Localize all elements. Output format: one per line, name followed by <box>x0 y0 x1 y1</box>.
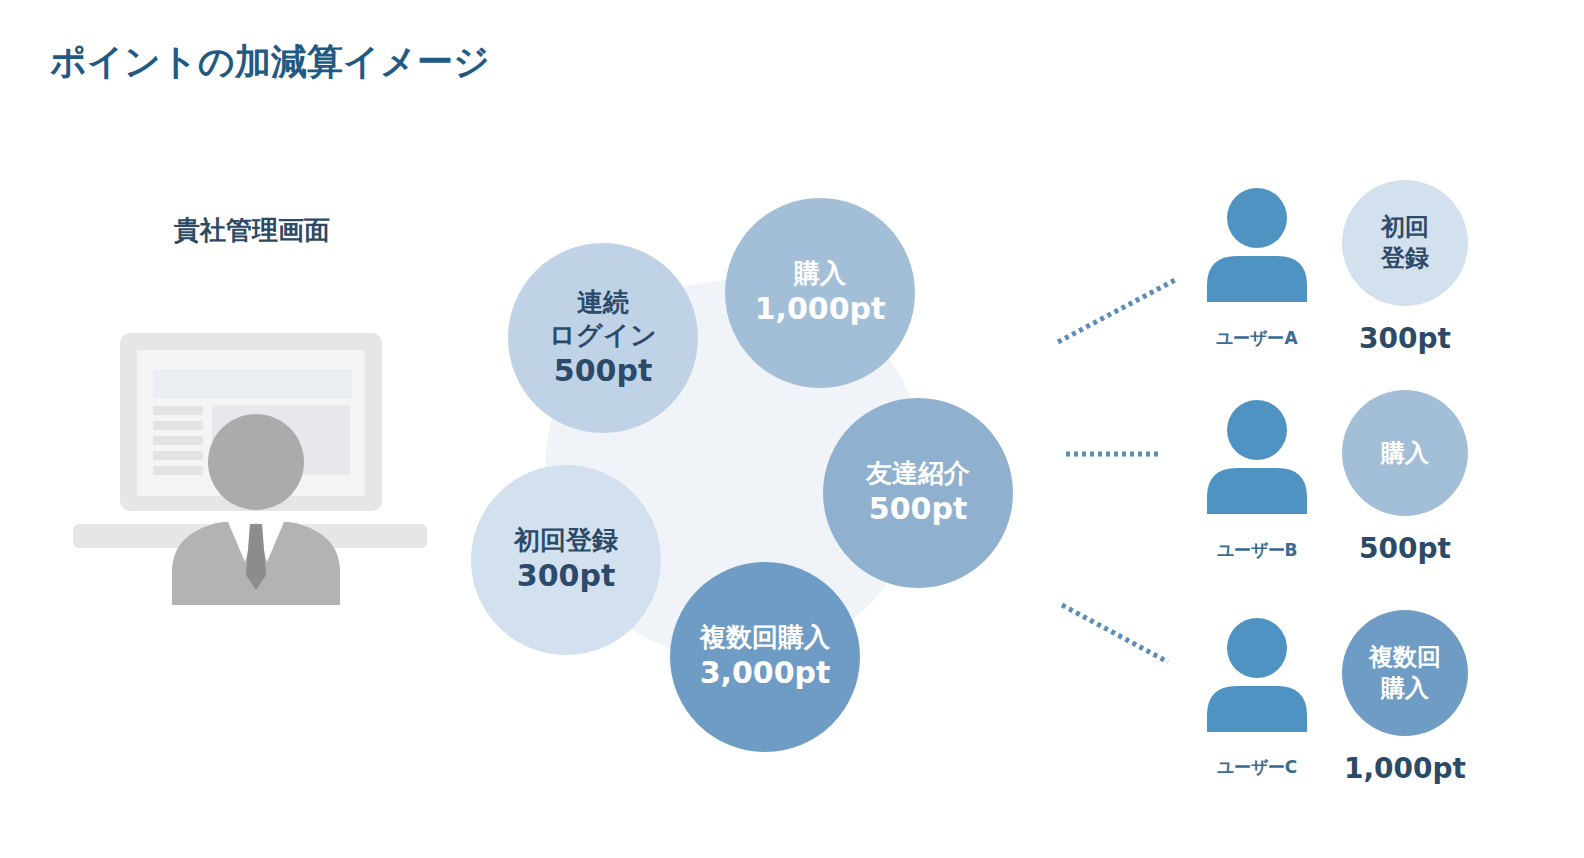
point-circle: 購入1,000pt <box>725 198 915 388</box>
point-value: 500pt <box>1359 531 1451 567</box>
point-circle: 複数回購入3,000pt <box>670 562 860 752</box>
diagram-title: ポイントの加減算イメージ <box>50 38 490 87</box>
screen-lines <box>153 406 203 475</box>
user-label: ユーザーC <box>1217 756 1297 779</box>
screen-header <box>153 370 352 398</box>
circle-label: 購入 <box>1381 438 1429 469</box>
point-value: 300pt <box>1359 321 1451 357</box>
point-circle: 購入500pt <box>1342 390 1468 516</box>
circle-label: 友達紹介 <box>866 457 970 490</box>
circle-label: 初回登録 <box>514 524 618 557</box>
user-label: ユーザーA <box>1216 327 1297 350</box>
circle-label: 複数回 購入 <box>1369 642 1441 703</box>
point-value: 1,000pt <box>755 290 886 328</box>
point-circle: 初回 登録300pt <box>1342 180 1468 306</box>
point-circle: 複数回 購入1,000pt <box>1342 610 1468 736</box>
screen-label: 貴社管理画面 <box>174 213 330 248</box>
admin-illustration <box>73 333 427 605</box>
point-value: 3,000pt <box>700 654 831 692</box>
person-head <box>208 414 304 510</box>
circle-label: 初回 登録 <box>1381 212 1429 273</box>
person-body <box>172 522 340 605</box>
point-value: 500pt <box>554 352 652 390</box>
circle-label: 連続 ログイン <box>549 286 657 353</box>
monitor <box>120 333 382 511</box>
point-circle: 連続 ログイン500pt <box>508 243 698 433</box>
circle-label: 複数回購入 <box>700 621 830 654</box>
point-circle: 友達紹介500pt <box>823 398 1013 588</box>
user-icons <box>1207 188 1307 732</box>
point-value: 1,000pt <box>1344 751 1466 787</box>
tie <box>246 524 266 590</box>
point-value: 500pt <box>869 490 967 528</box>
point-value: 300pt <box>517 557 615 595</box>
point-circle: 初回登録300pt <box>471 465 661 655</box>
circle-label: 購入 <box>794 257 846 290</box>
dotted-lines <box>1058 280 1175 662</box>
user-label: ユーザーB <box>1217 539 1298 562</box>
